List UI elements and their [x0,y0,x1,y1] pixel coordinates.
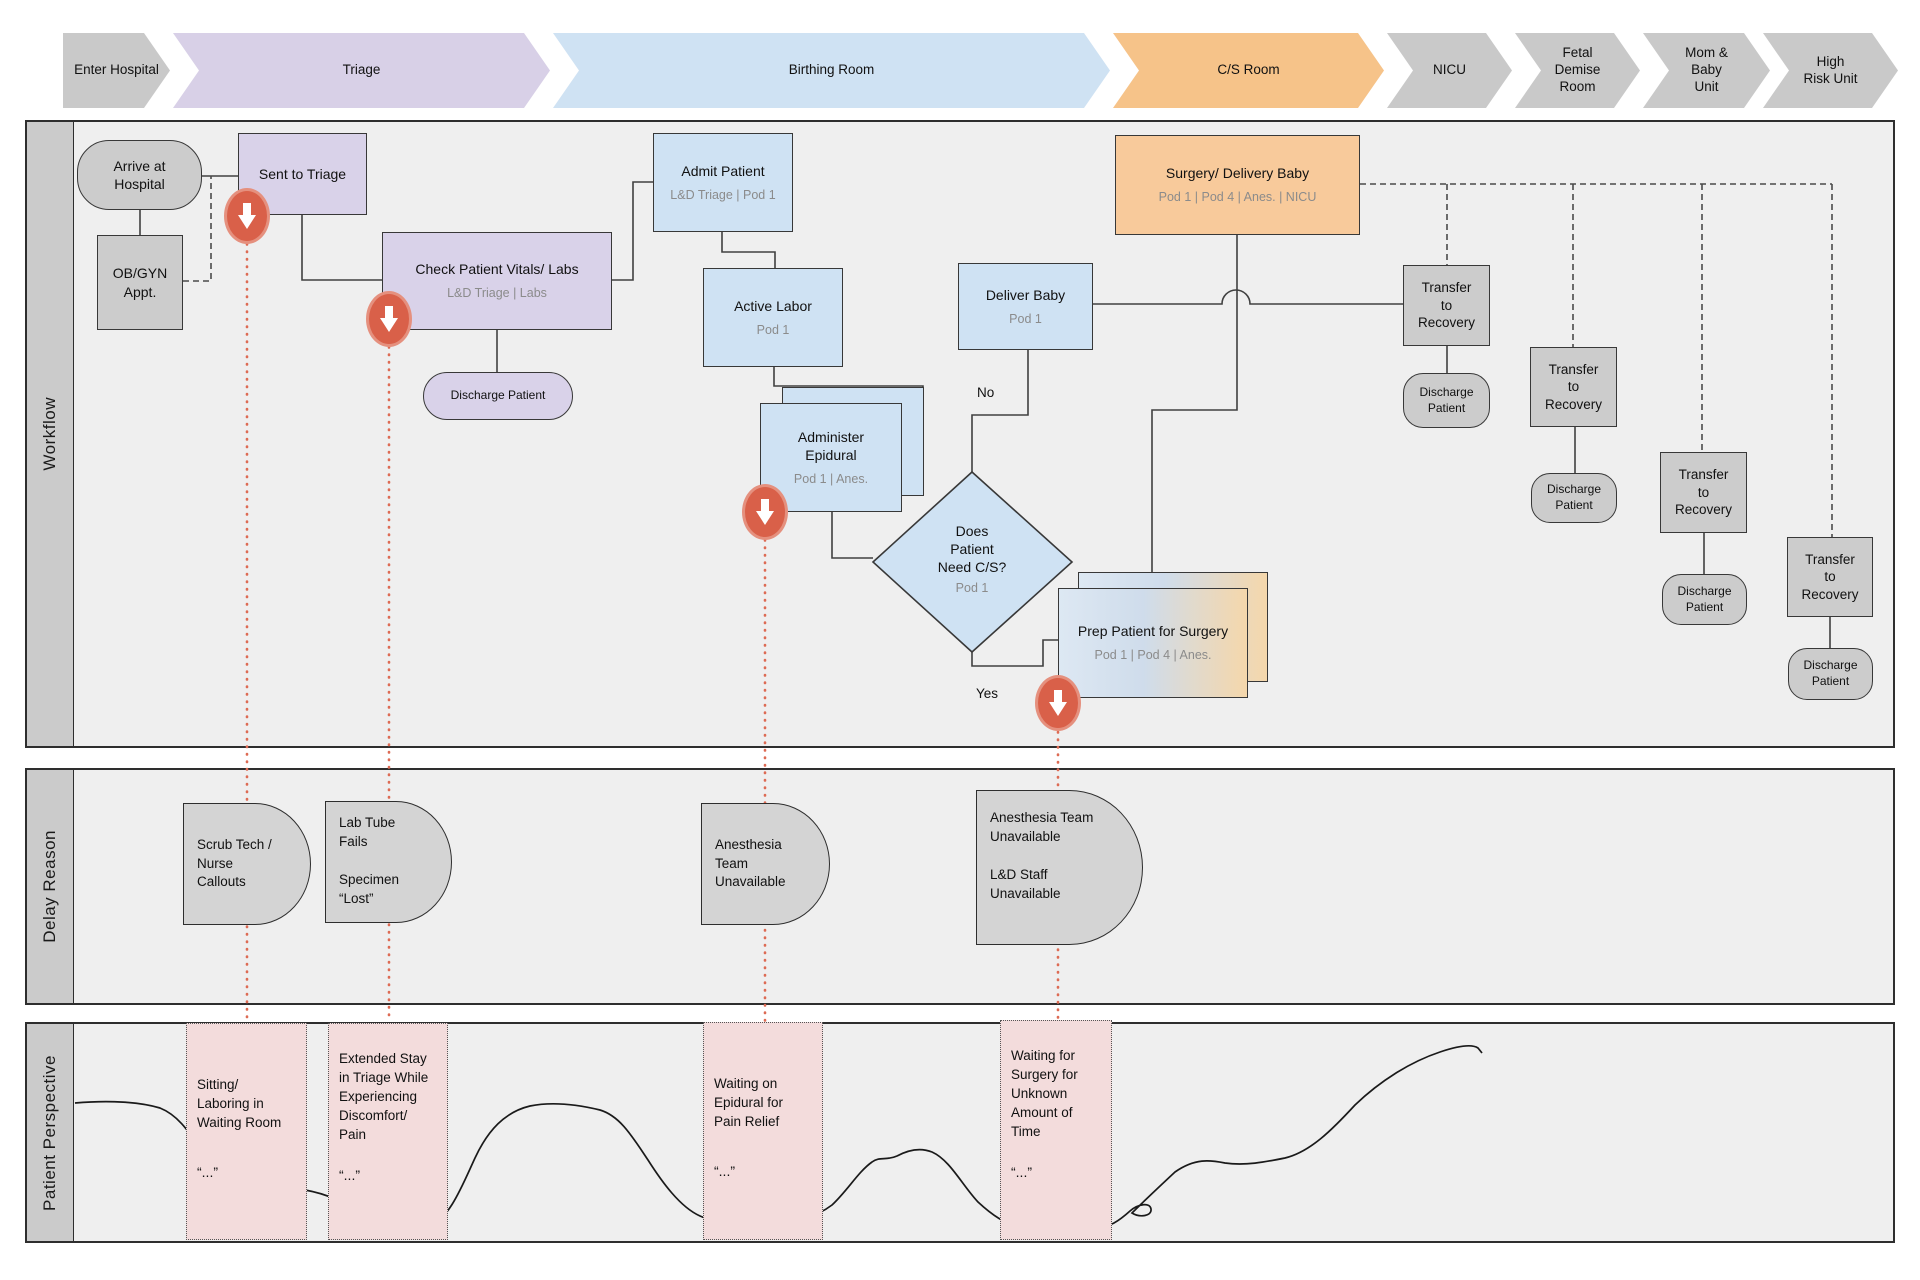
down-arrow-icon [380,306,398,332]
branch-label-yes: Yes [976,686,999,701]
patient-waiting-room-text: Sitting/ Laboring in Waiting Room [197,1077,282,1130]
chevron-birthing-room: Birthing Room [553,33,1110,108]
transfer-to-recovery-2: Transfer to Recovery [1530,347,1617,427]
discharge-patient-4: Discharge Patient [1788,648,1873,700]
check-patient-vitals: Check Patient Vitals/ Labs L&D Triage | … [382,232,612,330]
discharge-patient-1: Discharge Patient [1403,373,1490,428]
prep-patient-surgery-title: Prep Patient for Surgery [1077,623,1229,640]
surgery-delivery-baby-resources: Pod 1 | Pod 4 | Anes. | NICU [1158,190,1317,205]
transfer-to-recovery-4: Transfer to Recovery [1787,537,1873,617]
delay-lab-tube-fails: Lab Tube Fails Specimen “Lost” [325,801,452,923]
patient-waiting-surgery-text: Waiting for Surgery for Unknown Amount o… [1011,1048,1078,1139]
delay-scrub-tech-callouts: Scrub Tech / Nurse Callouts [183,803,311,925]
delay-lane-label: Delay Reason [40,830,59,943]
patient-waiting-surgery-quote: “...” [1011,1164,1032,1181]
prep-patient-surgery-resources: Pod 1 | Pod 4 | Anes. [1094,648,1212,663]
admit-patient-title: Admit Patient [681,162,765,179]
discharge-patient-triage: Discharge Patient [423,372,573,420]
chevron-enter-hospital: Enter Hospital [63,33,170,108]
discharge-patient-3: Discharge Patient [1662,574,1747,625]
patient-extended-triage-stay-text: Extended Stay in Triage While Experienci… [339,1051,429,1142]
chevron-cs-room: C/S Room [1113,33,1384,108]
administer-epidural-title: Administer Epidural [797,428,865,463]
administer-epidural-resources: Pod 1 | Anes. [793,472,869,487]
patient-waiting-room-quote: “...” [197,1163,218,1180]
chevron-triage: Triage [173,33,550,108]
deliver-baby-title: Deliver Baby [985,286,1066,303]
delay-marker-4 [1035,675,1081,731]
chevron-high-risk-unit: High Risk Unit [1763,33,1898,108]
transfer-to-recovery-1: Transfer to Recovery [1403,265,1490,346]
branch-label-no: No [977,385,995,400]
surgery-delivery-baby-title: Surgery/ Delivery Baby [1165,165,1310,182]
decision-need-cs: Does Patient Need C/S? Pod 1 [887,498,1057,620]
patient-waiting-epidural-quote: “...” [714,1162,735,1179]
discharge-patient-2: Discharge Patient [1531,473,1617,523]
obgyn-appt: OB/GYN Appt. [97,235,183,330]
decision-need-cs-resources: Pod 1 [955,581,989,596]
patient-waiting-room: Sitting/ Laboring in Waiting Room “...” [186,1023,307,1240]
down-arrow-icon [238,203,256,229]
admit-patient: Admit Patient L&D Triage | Pod 1 [653,133,793,232]
patient-waiting-epidural: Waiting on Epidural for Pain Relief “...… [703,1022,823,1240]
down-arrow-icon [756,499,774,525]
active-labor-resources: Pod 1 [756,322,790,337]
surgery-delivery-baby: Surgery/ Delivery Baby Pod 1 | Pod 4 | A… [1115,135,1360,235]
delay-lane-header: Delay Reason [27,770,74,1003]
delay-marker-2 [366,291,412,347]
admit-patient-resources: L&D Triage | Pod 1 [670,187,776,202]
workflow-lane-header: Workflow [27,122,74,746]
active-labor: Active Labor Pod 1 [703,268,843,367]
check-patient-vitals-title: Check Patient Vitals/ Labs [415,261,579,278]
down-arrow-icon [1049,690,1067,716]
deliver-baby: Deliver Baby Pod 1 [958,263,1093,350]
chevron-mom-baby-unit: Mom & Baby Unit [1643,33,1770,108]
prep-patient-surgery: Prep Patient for Surgery Pod 1 | Pod 4 |… [1058,588,1248,698]
chevron-nicu: NICU [1387,33,1512,108]
arrive-at-hospital: Arrive at Hospital [77,140,202,210]
patient-extended-triage-stay-quote: “...” [339,1167,360,1184]
active-labor-title: Active Labor [734,297,812,314]
check-patient-vitals-resources: L&D Triage | Labs [447,286,547,301]
decision-need-cs-title: Does Patient Need C/S? [937,522,1007,575]
patient-extended-triage-stay: Extended Stay in Triage While Experienci… [328,1023,448,1240]
patient-lane-label: Patient Perspective [40,1054,59,1211]
delay-marker-1 [224,188,270,244]
delay-marker-3 [742,484,788,540]
patient-waiting-surgery: Waiting for Surgery for Unknown Amount o… [1000,1020,1112,1240]
deliver-baby-resources: Pod 1 [1009,311,1042,326]
patient-waiting-epidural-text: Waiting on Epidural for Pain Relief [714,1076,784,1129]
transfer-to-recovery-3: Transfer to Recovery [1660,452,1747,533]
patient-lane-header: Patient Perspective [27,1024,74,1241]
chevron-fetal-demise-room: Fetal Demise Room [1515,33,1640,108]
delay-anesthesia-unavailable: Anesthesia Team Unavailable [701,803,830,925]
workflow-lane-label: Workflow [40,397,59,471]
delay-anesthesia-ld-staff-unavailable: Anesthesia Team Unavailable L&D Staff Un… [976,790,1143,945]
